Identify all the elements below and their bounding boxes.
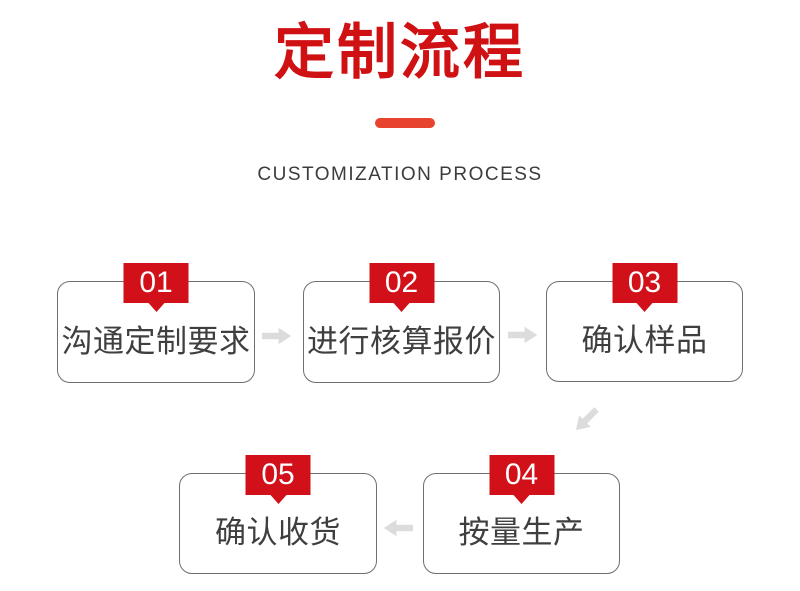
arrow-right-icon — [262, 327, 292, 345]
page-subtitle: CUSTOMIZATION PROCESS — [257, 164, 543, 185]
arrow-left-icon — [383, 519, 413, 537]
step-number: 02 — [384, 266, 419, 299]
step-number: 05 — [261, 458, 295, 491]
step-label: 进行核算报价 — [307, 323, 496, 359]
step-box-5: 05 确认收货 — [179, 455, 377, 574]
badge-pointer-icon — [393, 303, 410, 312]
step-number: 01 — [139, 266, 173, 299]
step-label: 按量生产 — [458, 515, 585, 550]
step-number: 04 — [504, 458, 539, 491]
badge-pointer-icon — [636, 303, 653, 312]
arrow-right-icon — [508, 326, 538, 344]
step-number-badge: 02 — [369, 263, 434, 312]
step-label: 沟通定制要求 — [61, 323, 251, 359]
badge-pointer-icon — [513, 495, 530, 504]
step-box-3: 03 确认样品 — [546, 263, 743, 382]
page-title: 定制流程 — [274, 19, 526, 86]
step-box-2: 02 进行核算报价 — [303, 263, 500, 383]
step-box-4: 04 按量生产 — [423, 455, 620, 574]
step-number: 03 — [627, 266, 662, 299]
title-divider — [375, 118, 435, 128]
step-label: 确认收货 — [215, 515, 341, 550]
badge-pointer-icon — [148, 303, 164, 312]
step-number-badge: 03 — [612, 263, 677, 312]
step-number-badge: 01 — [123, 263, 189, 312]
badge-pointer-icon — [270, 495, 286, 504]
arrow-down-left-icon — [569, 403, 603, 437]
step-label: 确认样品 — [581, 323, 708, 358]
step-number-badge: 05 — [245, 455, 311, 504]
step-box-1: 01 沟通定制要求 — [57, 263, 255, 383]
step-number-badge: 04 — [489, 455, 554, 504]
